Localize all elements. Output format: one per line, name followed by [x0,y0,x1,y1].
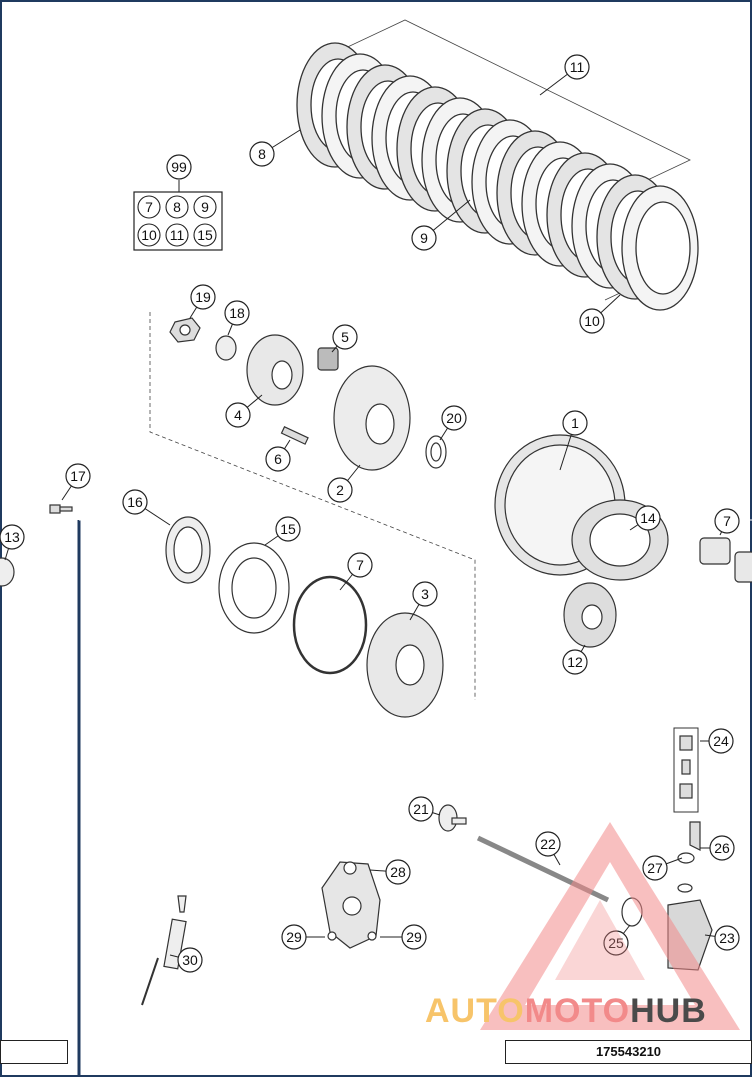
callout-number: 3 [421,586,429,602]
callout-number: 14 [640,510,656,526]
kit-item-number: 8 [173,199,181,215]
callout-number: 24 [713,733,729,749]
callout-circle [347,552,373,578]
callout-circle [408,796,434,822]
callout-number: 27 [647,860,663,876]
part-number: 175543210 [595,1044,662,1059]
callout-circle [412,581,438,607]
kit-item-number: 9 [201,199,209,215]
callout-circle [122,489,148,515]
callout-circle [190,284,216,310]
callout-circle [177,947,203,973]
callout-number: 17 [70,468,86,484]
callout-number: 21 [413,801,429,817]
left-label-box [0,1040,68,1064]
callout-number: 19 [195,289,211,305]
callout-circle [385,859,411,885]
callout-circle [441,405,467,431]
callout-number: 23 [719,930,735,946]
kit-item-circle [193,223,217,247]
callout-circle [564,54,590,80]
callout-circle [225,402,251,428]
callout-number: 25 [608,935,624,951]
callout-circle [708,728,734,754]
callout-number: 7 [356,557,364,573]
callout-number: 1 [571,415,579,431]
callout-circle [327,477,353,503]
bolt-17 [49,504,73,514]
callout-number: 18 [229,305,245,321]
pressure-plate-assembly [165,516,444,718]
kit-label-circle [166,154,192,180]
callout-number: 15 [280,521,296,537]
grease-syringe-30 [141,895,187,1006]
callout-circle [275,516,301,542]
callout-number: 2 [336,482,344,498]
callout-number: 5 [341,329,349,345]
callout-number: 6 [274,451,282,467]
watermark-brand-text: AUTOMOTOHUB [425,992,707,1031]
bushing-right [699,537,752,583]
kit-item-circle [137,195,161,219]
callout-number: 20 [446,410,462,426]
kit-item-circle [165,195,189,219]
callout-circle [249,141,275,167]
callout-circle [562,649,588,675]
callout-circle [224,300,250,326]
callout-circle [265,446,291,472]
watermark-brand-hub: HUB [630,992,707,1030]
gear-12 [563,582,617,648]
clutch-cover-28 [321,861,381,949]
watermark-brand-auto: AUTO [425,992,525,1030]
callout-number: 9 [420,230,428,246]
bearing-left-13 [0,557,15,587]
inner-hub-assembly [149,312,476,700]
callout-number: 12 [567,654,583,670]
kit-99-items: 99 7 8 9 10 11 15 [137,154,217,247]
callout-number: 22 [540,836,556,852]
kit-item-circle [137,223,161,247]
callout-circle [401,924,427,950]
kit-label: 99 [171,159,187,175]
kit-item-circle [165,223,189,247]
kit-item-number: 15 [197,227,213,243]
callout-circle [714,508,740,534]
slave-cylinder-parts [621,727,713,971]
callout-number: 11 [570,59,585,75]
part-number-box: 175543210 [505,1040,752,1064]
callout-circle [0,524,25,550]
watermark-brand-moto: MOTO [524,992,631,1030]
callout-circle [579,308,605,334]
callout-number: 13 [4,529,20,545]
callout-circle [562,410,588,436]
callout-circle [332,324,358,350]
clutch-plate-inner [635,201,691,295]
kit-item-number: 11 [170,227,185,243]
callout-number: 7 [723,513,731,529]
callout-number: 10 [584,313,600,329]
callout-circle [635,505,661,531]
push-rod-22 [438,804,610,903]
callout-circle [65,463,91,489]
callout-number: 8 [258,146,266,162]
callout-circle [411,225,437,251]
kit-item-circle [193,195,217,219]
kit-item-number: 7 [145,199,153,215]
callout-circle [281,924,307,950]
clutch-plate-stack [296,19,699,311]
callout-number: 29 [406,929,422,945]
callout-number: 16 [127,494,143,510]
callout-number: 29 [286,929,302,945]
callout-number: 28 [390,864,406,880]
callout-number: 30 [182,952,198,968]
callout-number: 4 [234,407,242,423]
kit-item-number: 10 [141,227,157,243]
callout-number: 26 [714,840,730,856]
